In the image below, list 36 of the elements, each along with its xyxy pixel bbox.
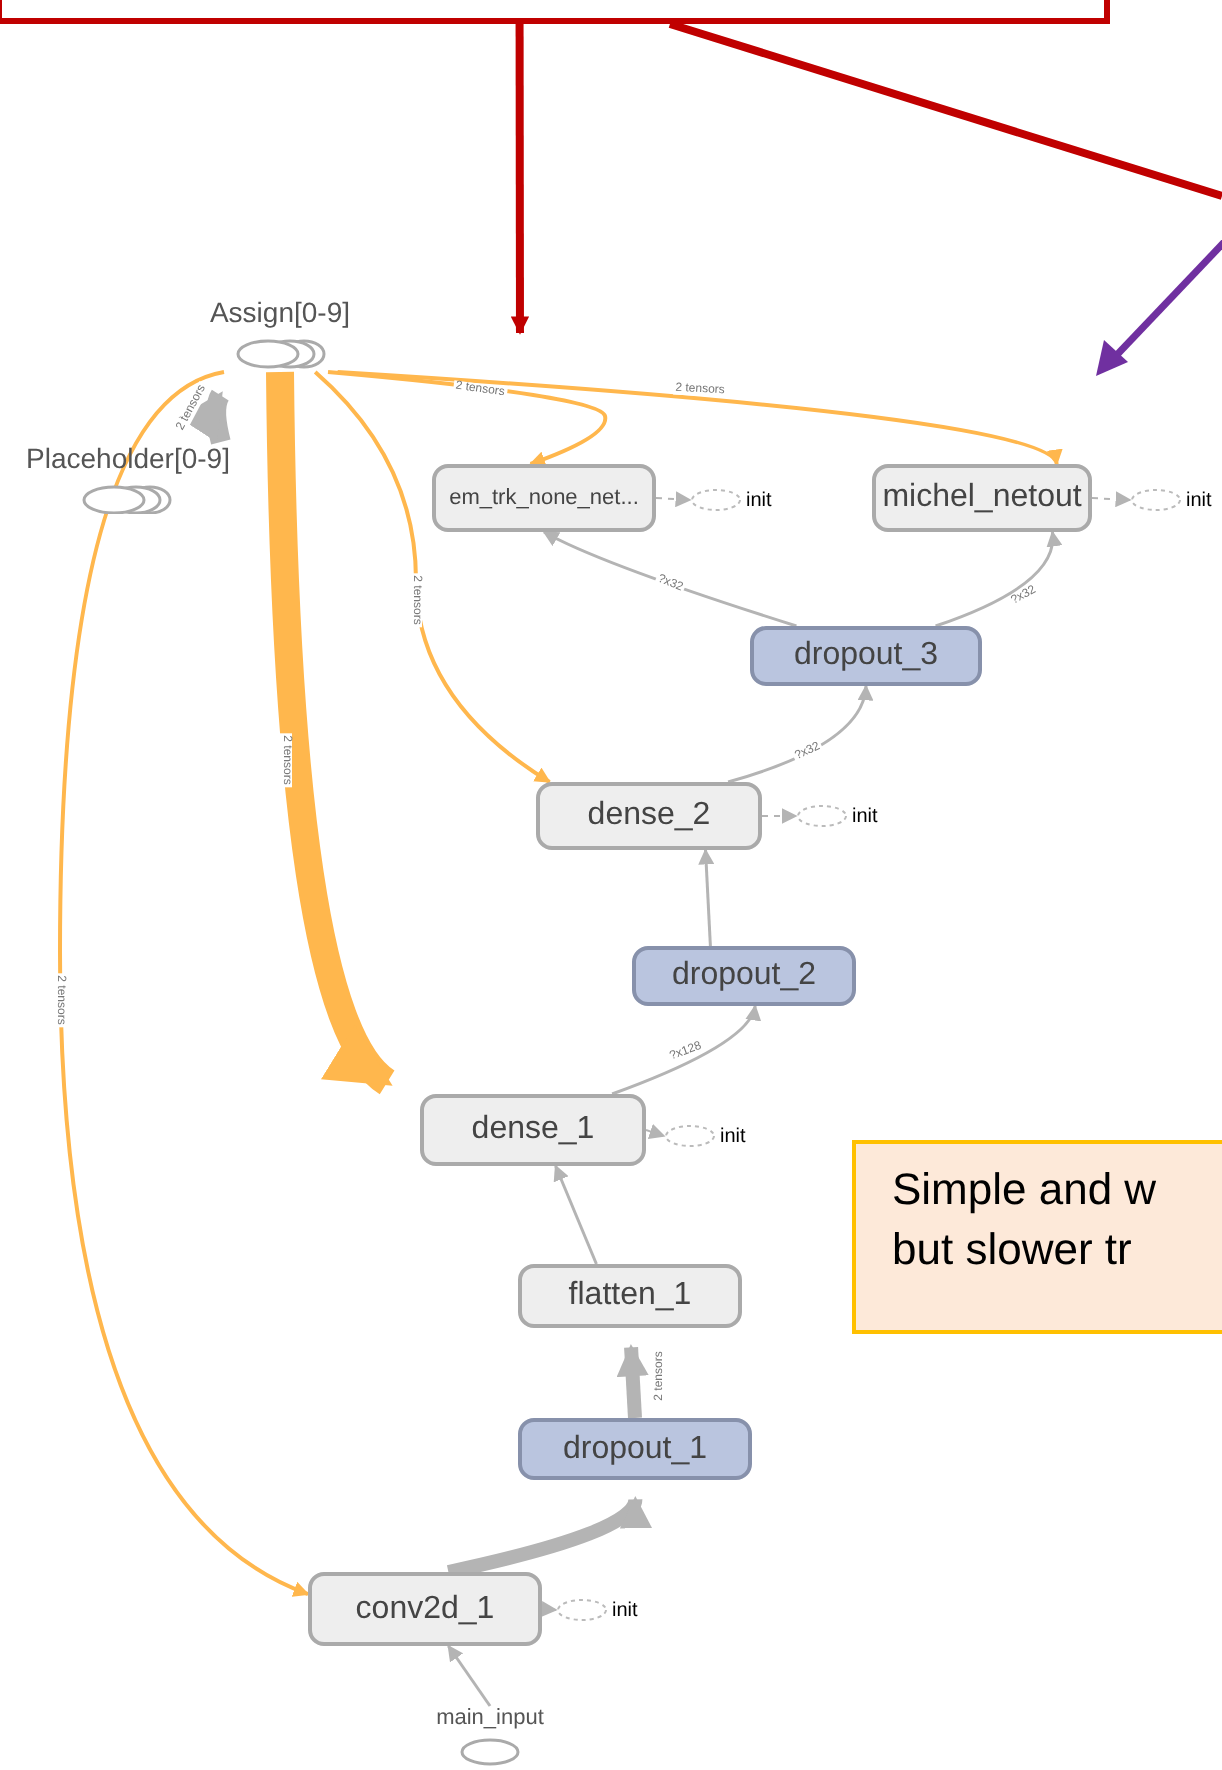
- node-label: init: [612, 1597, 638, 1625]
- arrow: [727, 684, 873, 784]
- arrow: [611, 1004, 760, 1096]
- arrow: [542, 530, 797, 628]
- layer-box: flatten_1: [518, 1264, 742, 1328]
- arrow: [327, 370, 608, 467]
- node-label: init: [720, 1123, 746, 1151]
- layer-box: michel_netout: [872, 464, 1092, 532]
- arrow: [616, 1344, 649, 1419]
- arrow: [553, 1164, 598, 1265]
- arrow: [58, 370, 310, 1596]
- layer-box: dropout_1: [518, 1418, 752, 1480]
- arrow: [447, 1644, 492, 1707]
- arrow: [266, 371, 397, 1093]
- layer-box: dense_1: [420, 1094, 646, 1166]
- arrow: [510, 24, 530, 335]
- node-label: init: [852, 803, 878, 831]
- dashed-arrow: [541, 1601, 558, 1617]
- dashed-arrow: [655, 491, 692, 508]
- dashed-arrow: [645, 1123, 666, 1140]
- node-label: main_input: [436, 1706, 544, 1734]
- layer-box: conv2d_1: [308, 1572, 542, 1646]
- arrow: [935, 530, 1061, 628]
- layer-box: em_trk_none_net...: [432, 464, 656, 532]
- layer-box: dropout_3: [750, 626, 982, 686]
- arrow: [337, 370, 1059, 466]
- dashed-arrow: [1091, 491, 1132, 508]
- arrow: [313, 370, 551, 784]
- node-label: Assign[0-9]: [209, 296, 351, 331]
- node-label: init: [1186, 487, 1212, 515]
- node-label: init: [746, 487, 772, 515]
- arrow: [698, 848, 715, 947]
- note-box: Simple and w but slower tr: [852, 1140, 1222, 1334]
- layer-box: dense_2: [536, 782, 762, 850]
- layer-box: dropout_2: [632, 946, 856, 1006]
- dashed-arrow: [761, 808, 798, 824]
